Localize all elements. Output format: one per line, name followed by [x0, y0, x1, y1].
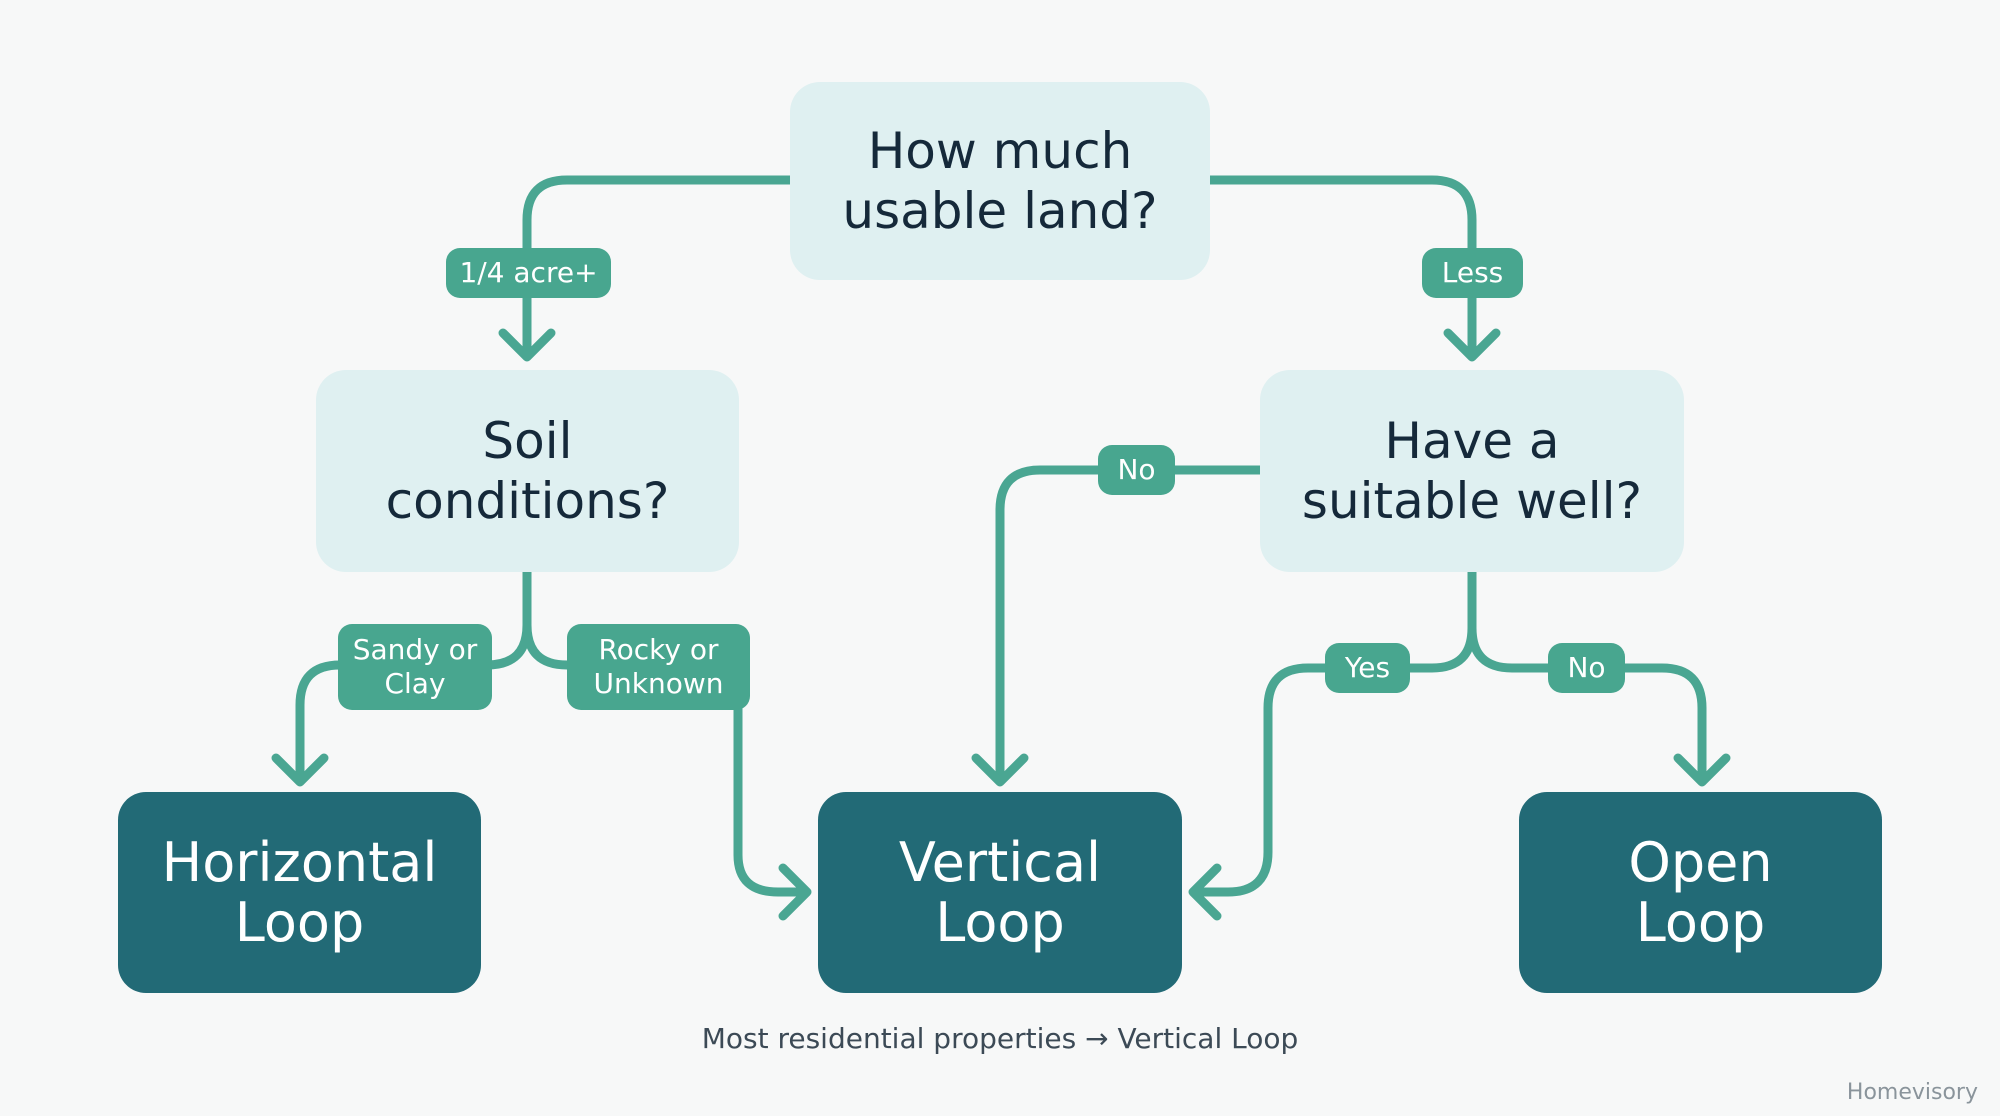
connector-land-to-soil	[522, 175, 795, 360]
edge-label-well-no-left-text: No	[1117, 453, 1156, 486]
outcome-horizontal-loop: Horizontal Loop	[118, 792, 481, 993]
edge-label-well-no-right: No	[1548, 643, 1625, 693]
arrowhead-open	[1673, 753, 1731, 787]
question-soil-label: Soil conditions?	[385, 412, 670, 530]
arrowhead-vertical-right	[1188, 863, 1222, 921]
caption: Most residential properties → Vertical L…	[701, 1022, 1299, 1055]
edge-label-quarter-acre-text: 1/4 acre+	[459, 256, 598, 289]
outcome-vertical-loop: Vertical Loop	[818, 792, 1182, 993]
brand-watermark: Homevisory	[1846, 1080, 1978, 1105]
arrowhead-horizontal	[271, 753, 329, 787]
outcome-open-loop: Open Loop	[1519, 792, 1882, 993]
edge-label-yes: Yes	[1325, 643, 1410, 693]
edge-label-sandy-clay: Sandy or Clay	[338, 624, 492, 710]
question-land-label: How much usable land?	[842, 122, 1158, 240]
edge-label-rocky-unknown-text: Rocky or Unknown	[593, 633, 724, 700]
edge-label-less: Less	[1422, 248, 1523, 298]
arrowhead-soil	[498, 328, 556, 362]
outcome-vertical-label: Vertical Loop	[898, 830, 1102, 954]
edge-label-less-text: Less	[1441, 256, 1504, 289]
edge-label-rocky-unknown: Rocky or Unknown	[567, 624, 750, 710]
question-well: Have a suitable well?	[1260, 370, 1684, 572]
arrowhead-well	[1443, 328, 1501, 362]
arrowhead-vertical-top	[971, 753, 1029, 787]
question-land: How much usable land?	[790, 82, 1210, 280]
question-well-label: Have a suitable well?	[1301, 412, 1643, 530]
edge-label-sandy-clay-text: Sandy or Clay	[352, 633, 478, 700]
arrowhead-vertical-left	[778, 863, 812, 921]
edge-label-yes-text: Yes	[1344, 651, 1391, 684]
connector-well-no-to-vertical	[995, 465, 1265, 785]
edge-label-quarter-acre: 1/4 acre+	[446, 248, 611, 298]
outcome-open-label: Open Loop	[1628, 830, 1773, 954]
connector-well-to-open	[1467, 623, 1707, 785]
edge-label-well-no-right-text: No	[1567, 651, 1606, 684]
outcome-horizontal-label: Horizontal Loop	[161, 830, 438, 954]
question-soil: Soil conditions?	[316, 370, 739, 572]
edge-label-well-no-left: No	[1098, 445, 1175, 495]
connector-land-to-well	[1205, 175, 1477, 360]
connector-well-to-vertical-yes	[1190, 567, 1477, 897]
